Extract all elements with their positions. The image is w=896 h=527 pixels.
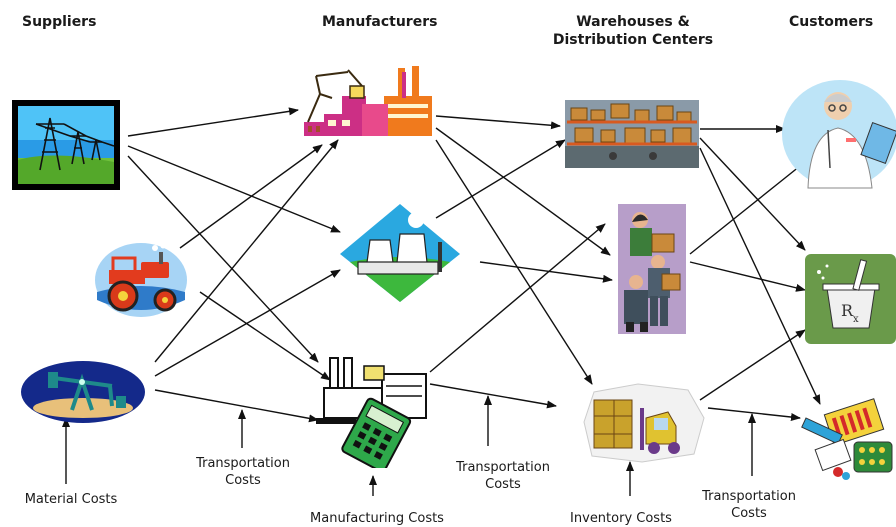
transportation-costs-label-1: Transportation Costs [184,455,302,489]
transportation-costs-label-3: Transportation Costs [690,488,808,522]
arrow-factory-to-workers [435,127,611,256]
forklift-icon [578,382,706,464]
manufacturing-costs-label: Manufacturing Costs [310,511,444,526]
arrow-forklift-to-medicine [707,407,801,422]
arrow-tractor-to-factory [179,144,323,249]
arrow-oil-to-factory [154,139,339,363]
warehouses-header: Warehouses & Distribution Centers [540,13,726,49]
arrow-oil-to-plant [154,269,341,377]
power-plant-icon [338,202,462,304]
power-lines-icon [12,100,120,190]
workers-with-boxes-icon [618,204,686,334]
arrow-plant-to-shelves [435,139,566,219]
transportation-costs-2-line2: Costs [485,477,521,492]
arrow-power-to-factory [127,107,299,137]
arrow-workers-to-rx [689,261,806,292]
suppliers-header: Suppliers [22,14,97,30]
transportation-costs-1-line2: Costs [225,473,261,488]
svg-text:x: x [853,314,859,325]
material-costs-label: Material Costs [24,492,118,507]
arrow-power-to-plant [127,145,341,233]
transportation-costs-3-line1: Transportation [702,489,796,504]
arrow-tractor-to-calc-factory [199,291,331,381]
warehouses-header-line2: Distribution Centers [552,32,714,48]
medicine-supplies-icon [798,396,896,482]
svg-text:R: R [841,301,854,320]
mortar-pestle-rx-icon: R x [805,254,896,344]
pharmacist-icon [780,78,896,190]
warehouse-shelves-icon [565,100,699,168]
manufacturers-header: Manufacturers [322,14,438,30]
arrow-calc-factory-to-workers [429,223,606,373]
oil-pump-icon [20,360,146,428]
arrow-workers-to-pharmacist [689,157,811,255]
transportation-costs-1-line1: Transportation [196,456,290,471]
warehouses-header-line1: Warehouses & [576,14,690,30]
arrow-forklift-to-rx [699,329,806,401]
arrow-factory-to-shelves [435,115,561,130]
transportation-costs-3-line2: Costs [731,506,767,521]
arrow-factory-to-forklift [435,139,593,385]
arrow-plant-to-workers [479,261,613,283]
tractor-icon [93,240,189,318]
arrow-shelves-to-medicine [699,147,821,405]
customers-header: Customers [789,14,874,30]
transportation-costs-2-line1: Transportation [456,460,550,475]
factory-calculator-icon [316,356,432,473]
arrow-oil-to-calc-factory [154,389,319,423]
transportation-costs-label-2: Transportation Costs [444,459,562,493]
factory-icon [302,64,436,140]
arrow-shelves-to-rx [699,137,806,251]
arrow-power-to-calc-factory [127,155,319,363]
inventory-costs-label: Inventory Costs [570,511,672,526]
arrow-calc-factory-to-forklift [429,383,557,409]
